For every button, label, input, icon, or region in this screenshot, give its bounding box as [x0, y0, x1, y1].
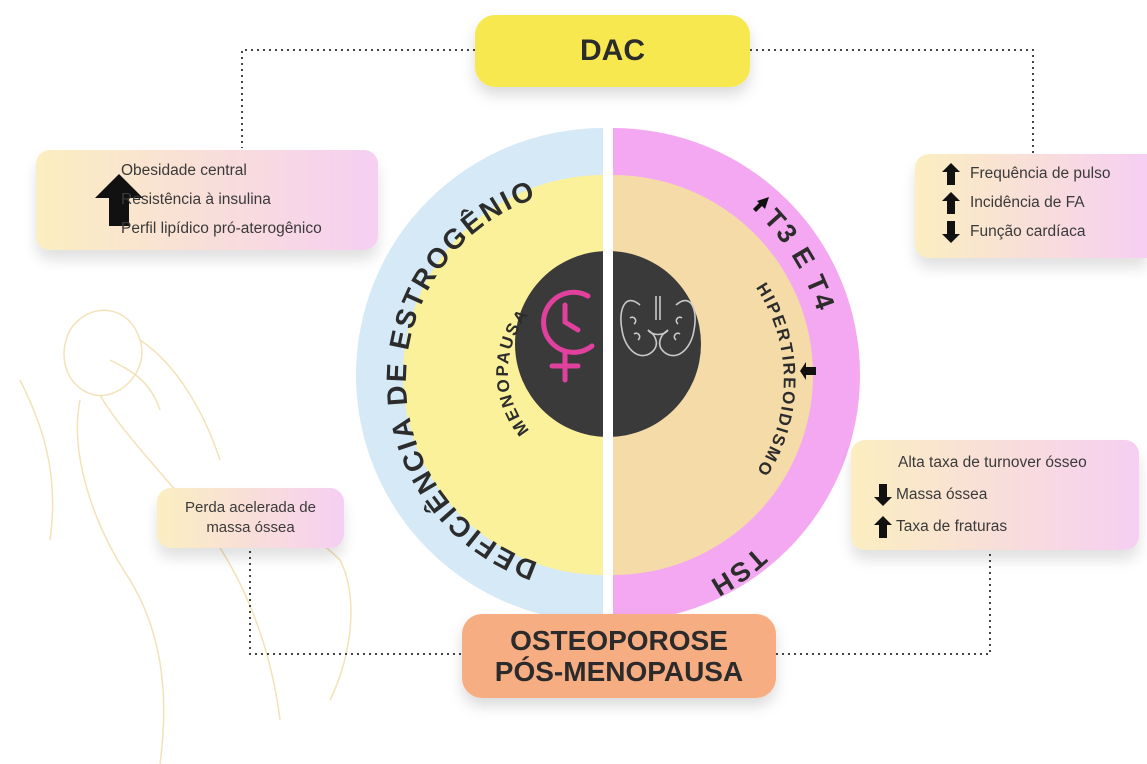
dac-pill: DAC [475, 15, 750, 87]
left-top-item-2: Resistência à insulina [121, 191, 271, 208]
t3-t4-up-arrow-icon [753, 197, 769, 212]
osteo-pill-bg [462, 614, 776, 698]
right-top-item-3: Função cardíaca [970, 222, 1086, 240]
down-arrow-icon [942, 220, 960, 243]
osteo-line-1: OSTEOPOROSE [510, 625, 728, 656]
up-arrow-icon [874, 515, 892, 538]
dac-label: DAC [580, 34, 645, 67]
up-arrow-icon [942, 191, 960, 214]
left-bottom-line-1: Perda acelerada de [185, 499, 316, 516]
right-top-row-3: Função cardíaca [942, 217, 1147, 246]
thyroid-gland-icon [620, 296, 696, 357]
right-top-item-1: Frequência de pulso [970, 164, 1111, 182]
center-divider [603, 126, 613, 626]
osteo-line-2: PÓS-MENOPAUSA [494, 656, 744, 687]
tsh-down-arrow-icon [800, 362, 816, 380]
right-bottom-row-2: Taxa de fraturas [874, 512, 1007, 541]
up-arrow-icon [95, 174, 143, 226]
right-bottom-heading: Alta taxa de turnover ósseo [898, 454, 1087, 471]
right-bottom-row-1: Massa óssea [874, 480, 987, 509]
connector-lines [241, 49, 1034, 655]
osteo-pill: OSTEOPOROSE PÓS-MENOPAUSA [462, 614, 776, 698]
left-top-item-3: Perfil lipídico pró-aterogênico [121, 220, 322, 237]
right-bottom-item-1: Massa óssea [896, 485, 988, 503]
right-top-row-1: Frequência de pulso [942, 159, 1147, 188]
left-top-item-1: Obesidade central [121, 162, 247, 179]
left-bottom-card: Perda acelerada de massa óssea [157, 488, 344, 548]
female-clock-icon [541, 289, 595, 383]
right-top-row-2: Incidência de FA [942, 188, 1147, 217]
right-top-item-2: Incidência de FA [970, 193, 1085, 211]
up-arrow-icon [942, 162, 960, 185]
left-top-card: Obesidade central Resistência à insulina… [36, 150, 378, 250]
dac-pill-bg [475, 15, 750, 87]
right-bottom-item-2: Taxa de fraturas [896, 517, 1008, 535]
right-top-card: Frequência de pulso Incidência de FA Fun… [915, 154, 1147, 258]
left-bottom-line-2: massa óssea [206, 519, 295, 536]
right-bottom-card: Alta taxa de turnover ósseo Massa óssea … [851, 440, 1139, 550]
down-arrow-icon [874, 483, 892, 506]
